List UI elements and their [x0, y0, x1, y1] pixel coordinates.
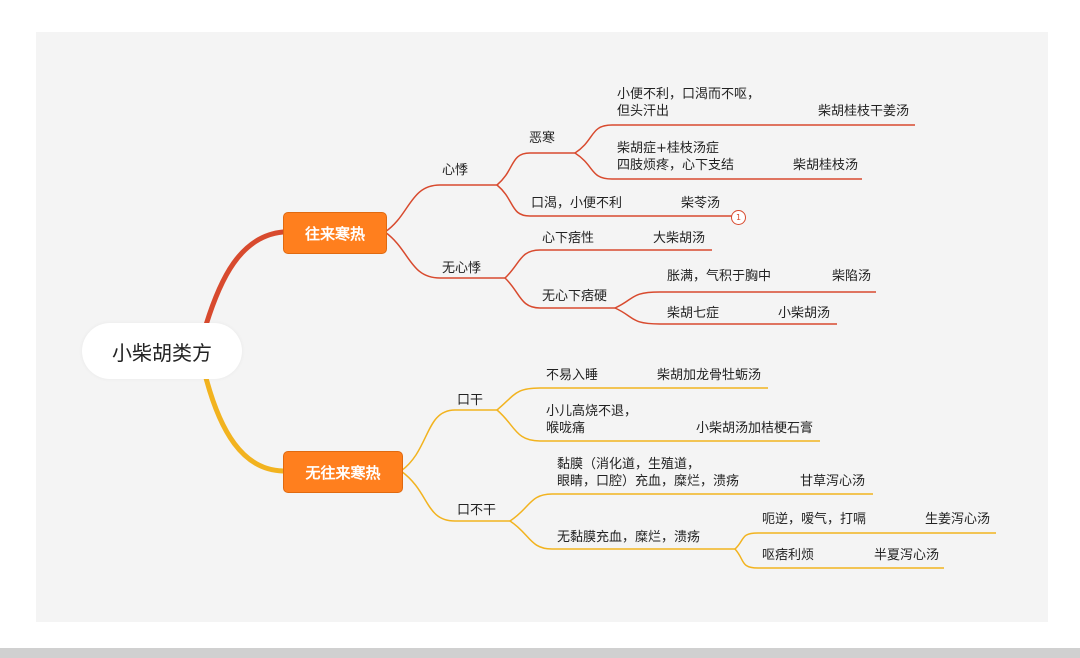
edge-kougan-no-sub [509, 520, 735, 550]
node-wuhan-n1-line2: 但头汗出 [617, 104, 670, 119]
formula-chaihu-longgu-muli[interactable]: 柴胡加龙骨牡蛎汤 [657, 368, 762, 383]
formula-chaixian[interactable]: 柴陷汤 [832, 269, 872, 284]
edge-pingying-n1 [614, 291, 876, 309]
edge-pingying-n2 [614, 307, 837, 325]
node-xiaoer-line2: 喉咙痛 [546, 421, 586, 436]
edge-sub-n1 [734, 532, 996, 550]
node-kougan[interactable]: 口干 [457, 393, 484, 408]
node-chaihu-qizheng: 柴胡七症 [667, 306, 720, 321]
edge-sub-n2 [734, 548, 944, 569]
edge-b1-wuxinji [384, 231, 505, 279]
formula-da-chaihu[interactable]: 大柴胡汤 [653, 231, 706, 246]
edge-wuhan-n2 [574, 152, 862, 180]
formula-chaihu-guizhi[interactable]: 柴胡桂枝汤 [793, 158, 859, 173]
formula-gancao-xiexin[interactable]: 甘草泻心汤 [800, 474, 866, 489]
marker-badge[interactable]: 1 [731, 210, 746, 225]
node-xiaoer-line1: 小儿高烧不退， [546, 404, 638, 419]
node-zhangman: 胀满，气积于胸中 [667, 269, 772, 284]
node-kouke: 口渴，小便不利 [531, 196, 623, 211]
bottom-bar [0, 648, 1080, 658]
formula-shengjiang-xiexin[interactable]: 生姜泻心汤 [925, 512, 991, 527]
node-wu-nianmo[interactable]: 无黏膜充血，糜烂，溃疡 [557, 530, 701, 545]
node-wuhan-n1-line1: 小便不利，口渴而不呕， [617, 87, 761, 102]
node-nianmo-line2: 眼睛，口腔）充血，糜烂，溃疡 [557, 474, 740, 489]
formula-chailing[interactable]: 柴苓汤 [681, 196, 721, 211]
node-kou-bugan[interactable]: 口不干 [457, 503, 497, 518]
node-xinji[interactable]: 心悸 [442, 163, 469, 178]
branch-wanglai-hanre[interactable]: 往来寒热 [283, 212, 387, 254]
node-nianmo-line1: 黏膜（消化道，生殖道， [557, 457, 701, 472]
node-wuxinji[interactable]: 无心悸 [442, 261, 482, 276]
edge-kougan-no-n1 [509, 493, 873, 522]
node-oupi-lifan: 呕痞利烦 [762, 548, 815, 563]
edge-kougan-n2 [496, 409, 820, 442]
formula-chaihu-guizhi-ganjiang[interactable]: 柴胡桂枝干姜汤 [818, 104, 910, 119]
formula-banxia-xiexin[interactable]: 半夏泻心汤 [874, 548, 940, 563]
edge-wuxinji-pingying [504, 277, 615, 309]
node-eni: 呃逆，嗳气，打嗝 [762, 512, 867, 527]
edge-root-branch1 [203, 229, 286, 328]
edge-b2-kougan-no [400, 470, 510, 522]
edge-root-branch2 [203, 375, 286, 474]
edge-b1-xinji [384, 184, 497, 233]
root-node[interactable]: 小柴胡类方 [82, 323, 242, 379]
node-wuhan-n2-line1: 柴胡症+桂枝汤症 [617, 141, 719, 156]
node-wuhan-n2-line2: 四肢烦疼，心下支结 [617, 158, 735, 173]
edge-xinji-kouke [496, 184, 732, 217]
edge-kougan-n1 [496, 387, 768, 411]
formula-xiao-chaihu-jiejie-shigao[interactable]: 小柴胡汤加桔梗石膏 [696, 421, 814, 436]
node-wuhan[interactable]: 恶寒 [529, 131, 556, 146]
edge-xinji-wuhan [496, 152, 575, 186]
formula-xiao-chaihu[interactable]: 小柴胡汤 [778, 306, 831, 321]
node-wu-pingying[interactable]: 无心下痞硬 [542, 289, 608, 304]
branch-wu-wanglai-hanre[interactable]: 无往来寒热 [283, 451, 403, 493]
node-pixing: 心下痞性 [542, 231, 595, 246]
edge-wuxinji-pixing [504, 249, 712, 279]
edge-b2-kougan [400, 409, 497, 472]
edge-wuhan-n1 [574, 124, 915, 154]
node-buyi-rushui: 不易入睡 [546, 368, 599, 383]
